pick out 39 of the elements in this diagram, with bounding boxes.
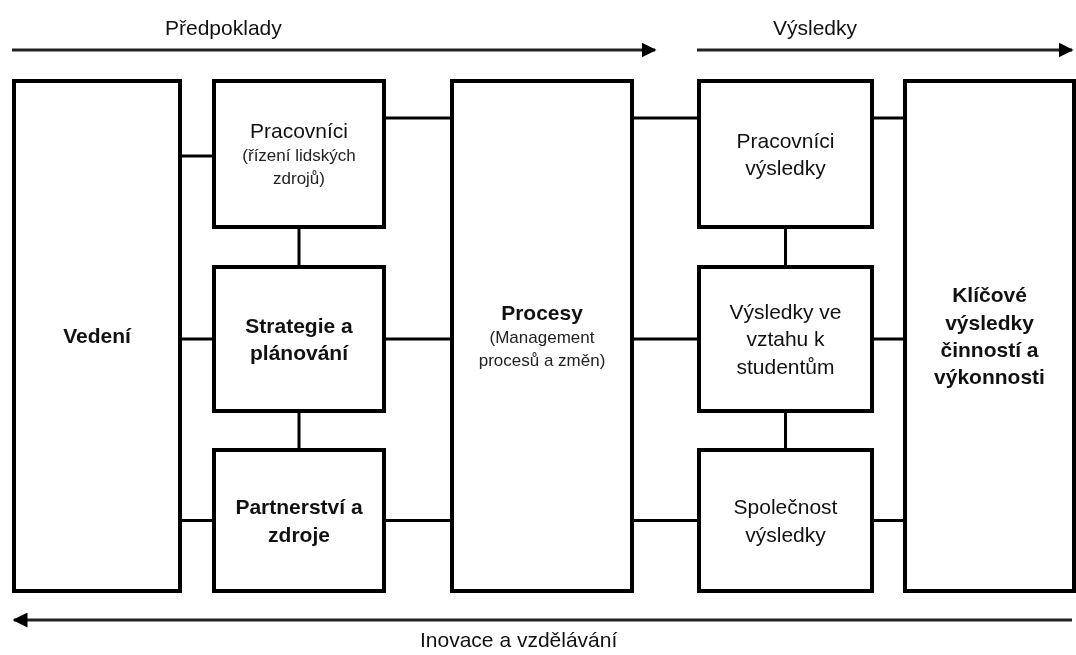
box-subtitle: (Management procesů a změn) <box>477 326 607 372</box>
box-title: Strategie a plánování <box>244 312 354 366</box>
box-title: Výsledky ve vztahu k studentům <box>728 299 843 380</box>
phase-label: Výsledky <box>773 16 858 40</box>
box-title: Vedení <box>63 323 131 350</box>
connector-line <box>297 229 301 265</box>
connector-line <box>386 116 450 120</box>
connector-line <box>297 413 301 448</box>
leadership-box <box>12 79 182 593</box>
connector-line <box>386 337 450 341</box>
process-box <box>450 79 634 593</box>
process-box <box>212 448 386 593</box>
result-box <box>697 79 874 229</box>
connector-line <box>874 337 903 341</box>
phase-label: Předpoklady <box>165 16 282 40</box>
process-box <box>212 79 386 229</box>
connector-line <box>634 519 697 522</box>
connector-line <box>784 413 787 448</box>
connector-line <box>182 154 212 158</box>
box-title: Pracovníci výsledky <box>735 127 836 181</box>
box-title: Procesy <box>501 300 583 327</box>
box-title: Partnerství a zdroje <box>234 494 364 548</box>
result-box <box>697 265 874 413</box>
connector-line <box>874 116 903 120</box>
connector-line <box>634 337 697 341</box>
box-subtitle: (řízení lidských zdrojů) <box>241 144 357 190</box>
connector-line <box>874 519 903 522</box>
process-box <box>212 265 386 413</box>
connector-line <box>634 116 697 120</box>
phase-label: Inovace a vzdělávání <box>420 628 618 652</box>
connector-line <box>784 229 787 265</box>
result-box <box>903 79 1076 593</box>
connector-line <box>182 337 212 341</box>
result-box <box>697 448 874 593</box>
box-title: Klíčové výsledky činností a výkonnosti <box>933 282 1046 391</box>
box-title: Společnost výsledky <box>732 494 839 548</box>
connector-line <box>386 519 450 522</box>
connector-line <box>182 519 212 522</box>
box-title: Pracovníci <box>249 118 348 145</box>
